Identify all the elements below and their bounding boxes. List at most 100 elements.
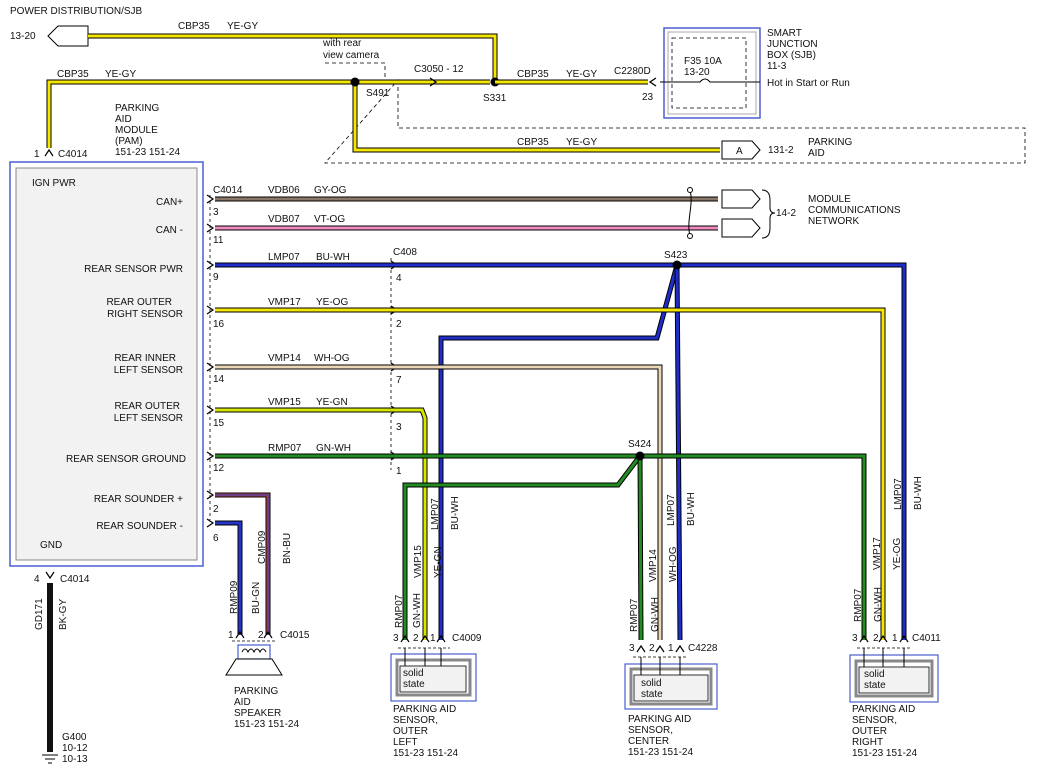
pin-label-sensor-ground: REAR SENSOR GROUND: [66, 454, 186, 465]
speaker-pin-2: 2: [258, 630, 264, 641]
power-distribution-page: 13-20: [10, 31, 36, 42]
sensor2-wire2-circuit: VMP14: [648, 549, 659, 582]
ground-page-2: 10-13: [62, 754, 88, 765]
sensor3-connector: C4011: [912, 633, 941, 644]
parking-aid-tag-letter: A: [736, 146, 743, 157]
module-connector-label: C4014: [213, 185, 243, 196]
sensor-pwr-color: BU-WH: [316, 252, 350, 263]
sjb-pin: 23: [642, 92, 654, 103]
sensor3-label-line-1: PARKING AID: [852, 704, 915, 715]
sensor-center: RMP07 GN-WH VMP14 WH-OG LMP07 BU-WH 3 2 …: [624, 492, 718, 758]
sensor2-label-line-2: SENSOR,: [628, 725, 673, 736]
power-distribution-label: POWER DISTRIBUTION/SJB: [10, 6, 143, 17]
inline-connector-arrow: [429, 77, 438, 87]
speaker-label-line-1: PARKING: [234, 686, 278, 697]
module-gnd-label: GND: [40, 540, 62, 551]
pin-label-can-plus: CAN+: [156, 197, 183, 208]
sensor2-wire3-circuit: LMP07: [666, 494, 677, 526]
sensor3-label-line-5: 151-23 151-24: [852, 748, 917, 759]
pin-label-sounder-plus: REAR SOUNDER +: [94, 494, 183, 505]
sjb-inner-box: [667, 31, 757, 115]
ground-circuit: GD171: [34, 598, 45, 630]
sensor3-wire2-circuit: VMP17: [872, 537, 883, 570]
sensor1-label-line-1: PARKING AID: [393, 704, 456, 715]
module-pin-11: 11: [213, 235, 224, 246]
wire-sounder-plus: [215, 492, 271, 635]
sensor1-wire3-color: BU-WH: [450, 496, 461, 530]
sensor1-wire3-circuit: LMP07: [430, 498, 441, 530]
sjb-title-line-1: SMART: [767, 28, 802, 39]
sensor2-label-line-4: 151-23 151-24: [628, 747, 693, 758]
module-pin-15: 15: [213, 418, 225, 429]
twisted-pair-icon: [687, 187, 693, 239]
module-ign-label: IGN PWR: [32, 178, 76, 189]
c408-pin-4: 4: [396, 273, 402, 284]
speaker-wire1-circuit: RMP09: [229, 580, 240, 614]
module-pin-14: 14: [213, 374, 225, 385]
splice-s423-label: S423: [664, 250, 688, 261]
feed-left-color: YE-GY: [105, 69, 136, 80]
can-minus-color: VT-OG: [314, 214, 345, 225]
network-brace: [761, 189, 776, 239]
can-plus-color: GY-OG: [314, 185, 347, 196]
speaker-connector: C4015: [280, 630, 310, 641]
module-inner-box: [15, 167, 198, 561]
inline-connector-label: C3050 - 12: [414, 64, 464, 75]
sensor-pwr-circuit: LMP07: [268, 252, 300, 263]
parking-aid-page: 131-2: [768, 145, 794, 156]
module-pin-16: 16: [213, 319, 225, 330]
sensor1-body-line-2: state: [403, 679, 425, 690]
pin-label-outer-right-1: REAR OUTER: [106, 297, 172, 308]
module-pin-9: 9: [213, 272, 219, 283]
sensor3-pin-arrows: [859, 634, 909, 643]
sensor-ground-color: GN-WH: [316, 443, 351, 454]
module-bottom-connector: C4014: [60, 574, 90, 585]
sensor2-wire1-color: GN-WH: [650, 597, 661, 632]
camera-note-line-1: with rear: [322, 38, 362, 49]
sensor2-pin-1: 1: [668, 643, 674, 654]
sensor2-body-line-2: state: [641, 689, 663, 700]
sjb-title-line-3: BOX (SJB): [767, 50, 816, 61]
c408-pin-7: 7: [396, 375, 402, 386]
sensor1-label-line-4: LEFT: [393, 737, 417, 748]
c408-pin-3: 3: [396, 422, 402, 433]
module-top-pin: 1: [34, 149, 40, 160]
sjb-title-line-2: JUNCTION: [767, 39, 818, 50]
sensor1-connector: C4009: [452, 633, 482, 644]
inner-left-circuit: VMP14: [268, 353, 301, 364]
sensor2-label-line-1: PARKING AID: [628, 714, 691, 725]
outer-left-circuit: VMP15: [268, 397, 301, 408]
speaker-pin-1: 1: [228, 630, 234, 641]
splice-s491-dot: [350, 77, 360, 87]
feed-left-circuit: CBP35: [57, 69, 89, 80]
sensor2-connector: C4228: [688, 643, 718, 654]
camera-note-line-2: view camera: [323, 50, 380, 61]
sensor3-wire3-circuit: LMP07: [893, 478, 904, 510]
network-line-1: MODULE: [808, 194, 851, 205]
sensor1-label-line-2: SENSOR,: [393, 715, 438, 726]
sensor1-chip: [399, 665, 467, 693]
feed-wire-top: [88, 33, 498, 79]
sensor2-pin-3: 3: [629, 643, 635, 654]
speaker-label-line-4: 151-23 151-24: [234, 719, 299, 730]
sensor2-body-line-1: solid: [641, 678, 662, 689]
sjb-fuse-name: F35 10A: [684, 56, 722, 67]
sensor3-leads: [863, 648, 905, 667]
pin-label-sounder-minus: REAR SOUNDER -: [96, 521, 183, 532]
sensor3-label-line-3: OUTER: [852, 726, 887, 737]
sensor2-leads: [640, 657, 681, 675]
wire-sounder-minus: [215, 520, 243, 635]
can-plus-circuit: VDB06: [268, 185, 300, 196]
sjb-fuse-note: Hot in Start or Run: [767, 78, 850, 89]
sensor3-chip: [858, 666, 930, 694]
speaker-wire1-color: BU-GN: [251, 582, 262, 614]
wire-sensor-power: [215, 262, 907, 641]
network-page: 14-2: [776, 208, 796, 219]
sensor1-leads: [404, 648, 442, 666]
sensor2-wire1-circuit: RMP07: [629, 598, 640, 632]
outer-left-color: YE-GN: [316, 397, 348, 408]
pin-label-sensor-pwr: REAR SENSOR PWR: [84, 264, 183, 275]
feed-lower-circuit: CBP35: [517, 137, 549, 148]
module-title-line-2: AID: [115, 114, 132, 125]
